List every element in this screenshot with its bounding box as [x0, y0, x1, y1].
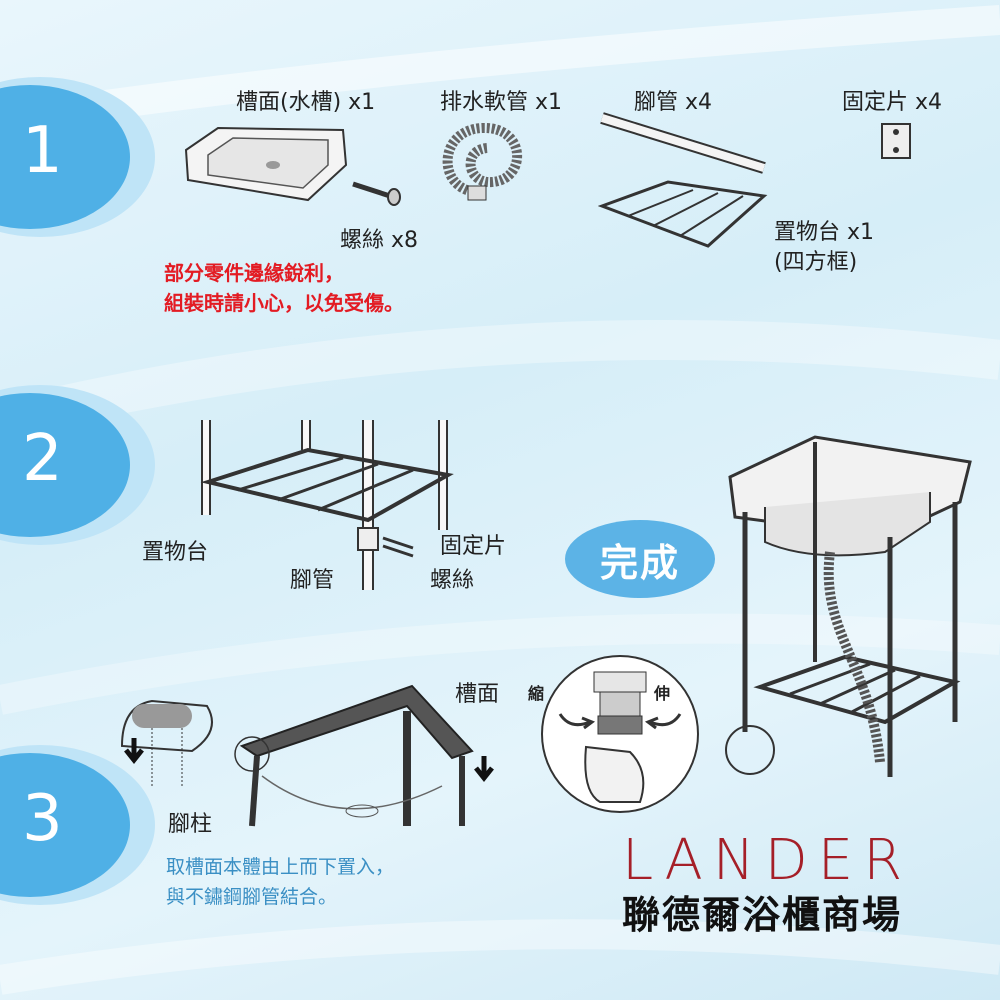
shelf-part-sublabel: (四方框) — [774, 250, 858, 275]
completed-sink-illustration — [725, 435, 972, 777]
step-2-blob — [0, 385, 155, 545]
shrink-label: 縮 — [528, 684, 545, 703]
sink-basin-illustration — [184, 126, 348, 202]
step-1-blob — [0, 77, 155, 237]
hose-part-label: 排水軟管 x1 — [440, 90, 563, 115]
step2-leg-label: 腳管 — [290, 568, 335, 593]
done-bubble: 完成 — [565, 520, 715, 598]
screw-illustration — [352, 181, 401, 206]
step-3-blob — [0, 745, 155, 905]
warning-line-2: 組裝時請小心，以免受傷。 — [164, 291, 404, 315]
step2-screw-label: 螺絲 — [430, 568, 475, 593]
shelf-part-label: 置物台 x1 — [774, 220, 875, 245]
clip-part-label: 固定片 x4 — [842, 90, 943, 115]
step2-shelf-label: 置物台 — [142, 540, 209, 565]
step3-post-label: 腳柱 — [168, 812, 213, 837]
step3-note-line-2: 與不鏽鋼腳管結合。 — [166, 886, 338, 908]
step2-clip-label: 固定片 — [440, 534, 507, 559]
brand-logo: LANDER — [622, 828, 913, 893]
step3-note-line-1: 取槽面本體由上而下置入， — [166, 856, 395, 878]
brand-subtitle: 聯德爾浴櫃商場 — [622, 893, 903, 937]
height-adjust-zoom-illustration — [541, 655, 699, 813]
step-1-number: 1 — [22, 114, 63, 188]
step-2-number: 2 — [22, 422, 63, 496]
clip-illustration — [881, 123, 911, 159]
leg-shelf-assembly-illustration — [200, 420, 454, 590]
leg-tube-illustration — [600, 112, 766, 174]
extend-label: 伸 — [654, 684, 671, 703]
done-label: 完成 — [599, 540, 680, 585]
shelf-frame-illustration — [598, 180, 768, 248]
sink-top-mounting-illustration — [120, 684, 494, 827]
screw-part-label: 螺絲 x8 — [340, 228, 419, 253]
drain-hose-illustration — [442, 122, 522, 201]
warning-line-1: 部分零件邊緣銳利， — [164, 261, 344, 285]
step3-sink-top-label: 槽面 — [455, 682, 500, 707]
step-3-number: 3 — [22, 782, 63, 856]
leg-part-label: 腳管 x4 — [634, 90, 713, 115]
sink-part-label: 槽面(水槽) x1 — [236, 90, 376, 115]
